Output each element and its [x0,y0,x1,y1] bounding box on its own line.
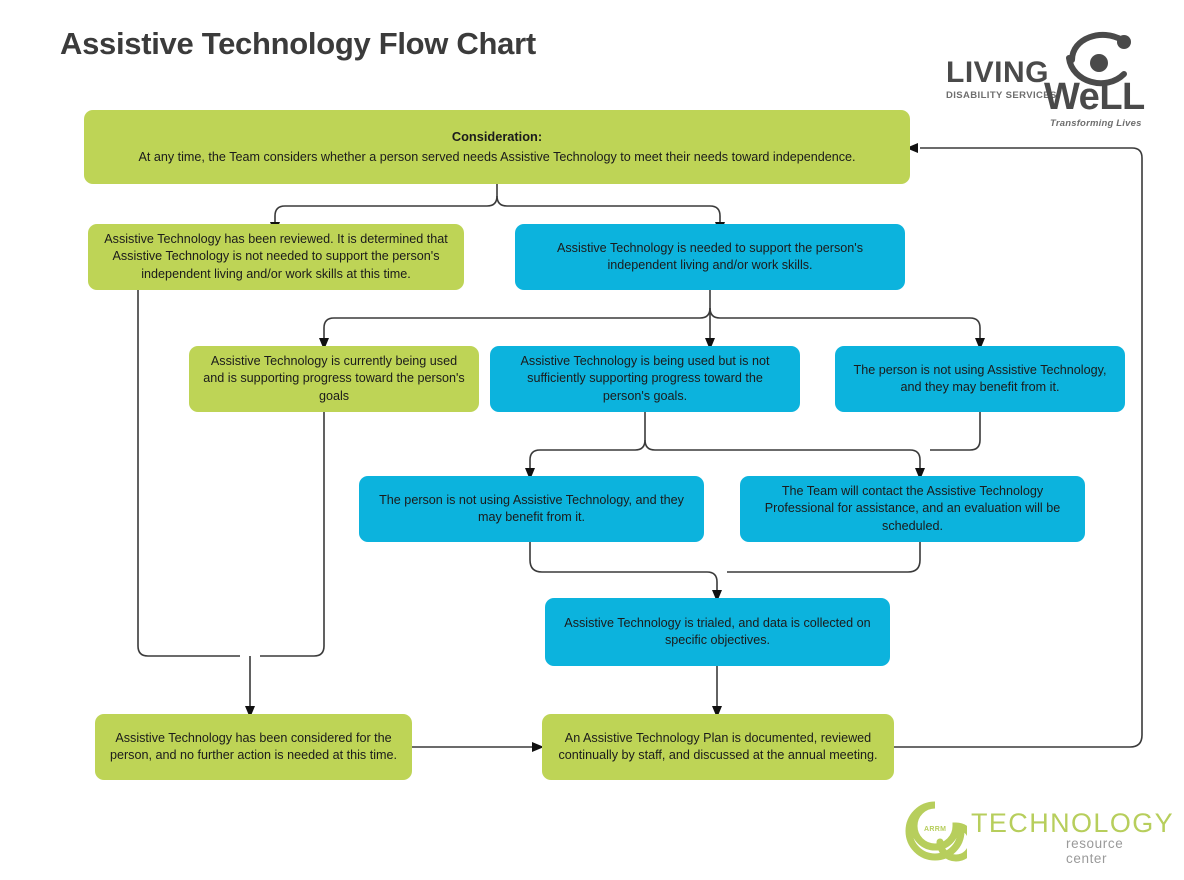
node-currently-used-text: Assistive Technology is currently being … [203,353,465,403]
node-used-not-sufficient[interactable]: Assistive Technology is being used but i… [490,346,800,412]
arrowhead-trialed [712,590,722,602]
node-not-needed[interactable]: Assistive Technology has been reviewed. … [88,224,464,290]
node-at-plan-text: An Assistive Technology Plan is document… [558,730,878,762]
edge-consideration-to-not-needed [274,195,498,222]
node-needed-text: Assistive Technology is needed to suppor… [556,240,863,272]
node-team-contact-text: The Team will contact the Assistive Tech… [764,483,1061,533]
node-trialed-text: Assistive Technology is trialed, and dat… [564,615,871,647]
edge-plan-feedback-loop [894,147,1143,748]
arrowhead-not-sufficient [705,338,715,350]
node-consideration-heading: Consideration: [451,128,543,144]
node-used-not-sufficient-text: Assistive Technology is being used but i… [520,353,770,403]
living-well-subtitle: DISABILITY SERVICES [946,90,1057,101]
arrm-label: ARRM [924,826,947,833]
node-no-further-action[interactable]: Assistive Technology has been considered… [95,714,412,780]
edge-not-sufficient-to-team-contact [644,439,921,468]
trc-subtitle: resource center [1066,836,1124,866]
arrowhead-not-using-top [975,338,985,350]
edge-not-using-mid-to-trialed [529,542,718,590]
edge-needed-to-currently-used [323,307,711,338]
arrowhead-plan [712,706,722,718]
edge-not-needed-down [137,290,240,657]
edge-not-using-top-to-team-contact [930,412,981,451]
living-well-mark-icon [1066,31,1131,87]
edge-needed-to-not-using-top [709,307,981,338]
arrm-spiral-icon [905,801,967,862]
page-title: Assistive Technology Flow Chart [60,26,536,61]
living-well-word-1: LIVING [946,56,1050,89]
node-no-further-action-text: Assistive Technology has been considered… [109,730,398,762]
node-consideration-text: At any time, the Team considers whether … [138,149,856,164]
trc-word: TECHNOLOGY [971,808,1175,838]
node-not-needed-text: Assistive Technology has been reviewed. … [104,231,448,281]
node-needed[interactable]: Assistive Technology is needed to suppor… [515,224,905,290]
edge-consideration-to-needed [496,195,721,222]
arrowhead-not-using-mid [525,468,535,480]
arrowhead-currently-used [319,338,329,350]
living-well-tagline: Transforming Lives [1050,118,1142,129]
arrowhead-no-further-action [245,706,255,718]
living-well-logo: LIVING DISABILITY SERVICES WeLL Transfor… [938,31,1148,129]
node-not-using-top-text: The person is not using Assistive Techno… [853,362,1107,394]
arrowhead-plan-left [532,742,544,752]
node-not-using-may-benefit-mid[interactable]: The person is not using Assistive Techno… [359,476,704,542]
edge-not-sufficient-to-not-using-mid [529,439,646,468]
living-well-word-2: WeLL [1044,76,1145,118]
arrowhead-consideration-return [906,143,918,153]
node-at-plan-documented[interactable]: An Assistive Technology Plan is document… [542,714,894,780]
edge-currently-used-down [260,412,325,657]
edge-team-contact-to-trialed [727,542,921,573]
node-team-contact-professional[interactable]: The Team will contact the Assistive Tech… [740,476,1085,542]
node-not-using-mid-text: The person is not using Assistive Techno… [379,492,684,524]
technology-resource-center-logo: ARRM TECHNOLOGY resource center [903,800,1173,866]
arrowhead-team-contact-a [915,468,925,480]
node-trialed[interactable]: Assistive Technology is trialed, and dat… [545,598,890,666]
node-consideration[interactable]: Consideration: At any time, the Team con… [84,110,910,184]
node-currently-used-supporting[interactable]: Assistive Technology is currently being … [189,346,479,412]
node-not-using-may-benefit-top[interactable]: The person is not using Assistive Techno… [835,346,1125,412]
